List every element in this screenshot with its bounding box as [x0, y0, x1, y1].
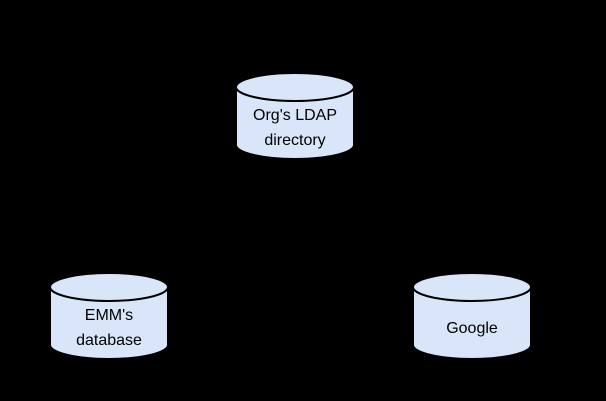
db-node-orgs-ldap-directory: Org's LDAP directory: [234, 71, 356, 161]
db-node-google: Google: [411, 271, 533, 361]
db-node-emms-database: EMM's database: [48, 271, 170, 361]
database-cylinder-icon: [235, 72, 355, 160]
database-cylinder-icon: [412, 272, 532, 360]
database-cylinder-icon: [49, 272, 169, 360]
